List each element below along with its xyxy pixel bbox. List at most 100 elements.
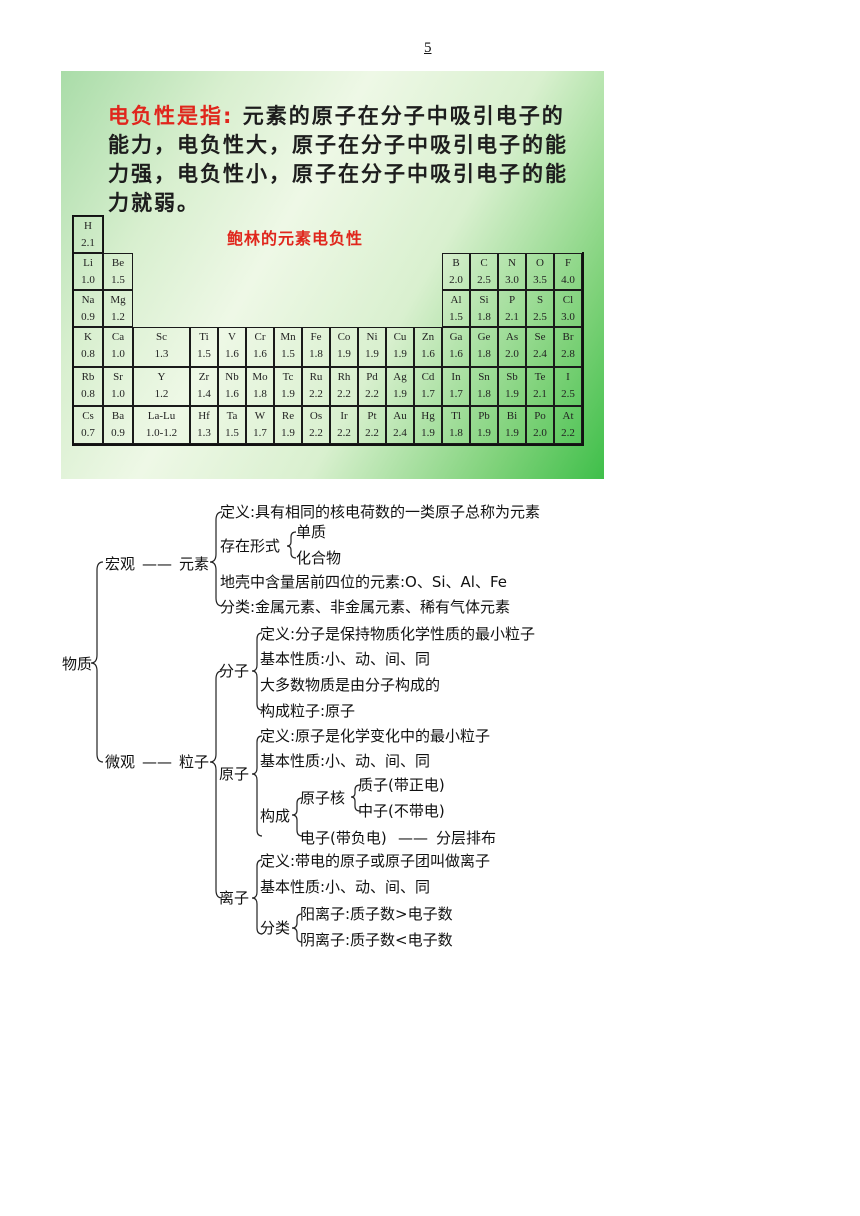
element-electronegativity: 2.8 [561,348,575,360]
element-electronegativity: 1.8 [309,348,323,360]
element-cell: Hg 1.9 [414,406,442,444]
element-electronegativity: 1.6 [225,388,239,400]
element-electronegativity: 1.7 [421,388,435,400]
nucleus-label: 原子核 [300,789,346,807]
element-symbol: P [508,294,516,306]
element-symbol: Ir [340,410,348,422]
element-symbol: Y [157,371,166,383]
element-electronegativity: 1.9 [505,388,519,400]
element-symbol: S [536,294,544,306]
ion-label: 离子 [219,889,250,907]
element-electronegativity: 3.0 [505,274,519,286]
element-symbol: V [228,331,236,343]
element-cell: Ag 1.9 [386,367,414,406]
element-electronegativity: 2.2 [561,427,575,439]
micro-label: 微观 [105,753,136,771]
element-cell: N 3.0 [498,253,526,290]
element-electronegativity: 2.2 [309,388,323,400]
element-symbol: Ag [393,371,407,383]
element-symbol: Pd [366,371,378,383]
element-symbol: Cl [562,294,574,306]
element-symbol: K [84,331,92,343]
atom-definition: 定义:原子是化学变化中的最小粒子 [260,727,491,745]
element-symbol: As [505,331,519,343]
element-electronegativity: 1.0 [111,388,125,400]
element-symbol: Br [562,331,574,343]
molecule-definition: 定义:分子是保持物质化学性质的最小粒子 [260,625,536,643]
element-electronegativity: 1.9 [477,427,491,439]
element-electronegativity: 1.9 [505,427,519,439]
element-electronegativity: 1.8 [253,388,267,400]
element-cell: Pb 1.9 [470,406,498,444]
element-symbol: Os [309,410,323,422]
element-definition: 定义:具有相同的核电荷数的一类原子总称为元素 [220,503,541,521]
element-electronegativity: 1.9 [421,427,435,439]
atom-composition-label: 构成 [260,807,291,825]
element-symbol: Ga [449,331,463,343]
element-symbol: O [536,257,544,269]
element-electronegativity: 1.7 [449,388,463,400]
element-symbol: Ge [477,331,491,343]
element-electronegativity: 2.1 [81,237,95,249]
element-symbol: Pb [478,410,490,422]
macro-label: 宏观 [105,555,136,573]
element-electronegativity: 1.6 [421,348,435,360]
element-symbol: Te [534,371,546,383]
element-electronegativity: 1.9 [393,348,407,360]
element-brace [209,511,223,607]
element-symbol: Ba [111,410,125,422]
element-electronegativity: 2.2 [337,427,351,439]
element-electronegativity: 0.8 [81,348,95,360]
element-electronegativity: 3.5 [533,274,547,286]
element-symbol: Co [337,331,351,343]
element-electronegativity: 1.9 [365,348,379,360]
molecule-composition: 构成粒子:原子 [260,702,356,720]
element-symbol: N [508,257,516,269]
element-electronegativity: 0.7 [81,427,95,439]
element-electronegativity: 1.0-1.2 [145,427,178,439]
element-cell: F 4.0 [554,253,582,290]
element-electronegativity: 1.5 [225,427,239,439]
element-symbol: F [564,257,572,269]
element-symbol: Zn [421,331,435,343]
element-symbol: Cs [82,410,94,422]
element-electronegativity: 1.0 [111,348,125,360]
element-electronegativity: 1.9 [393,388,407,400]
element-electronegativity: 2.4 [393,427,407,439]
element-symbol: Nb [225,371,239,383]
element-electronegativity: 1.2 [111,311,125,323]
element-electronegativity: 1.5 [197,348,211,360]
element-symbol: Sc [156,331,167,343]
existence-brace [286,531,297,559]
molecule-brace [251,632,263,711]
macro-arrow: —— [142,555,172,573]
simple-substance: 单质 [296,523,327,541]
element-symbol: Hg [421,410,435,422]
element-symbol: W [254,410,266,422]
neutron: 中子(不带电) [358,802,445,820]
element-electronegativity: 4.0 [561,274,575,286]
nucleus-brace [350,784,361,812]
ion-definition: 定义:带电的原子或原子团叫做离子 [260,852,491,870]
element-electronegativity: 2.0 [505,348,519,360]
element-symbol: La-Lu [147,410,176,422]
molecule-most: 大多数物质是由分子构成的 [260,676,441,694]
